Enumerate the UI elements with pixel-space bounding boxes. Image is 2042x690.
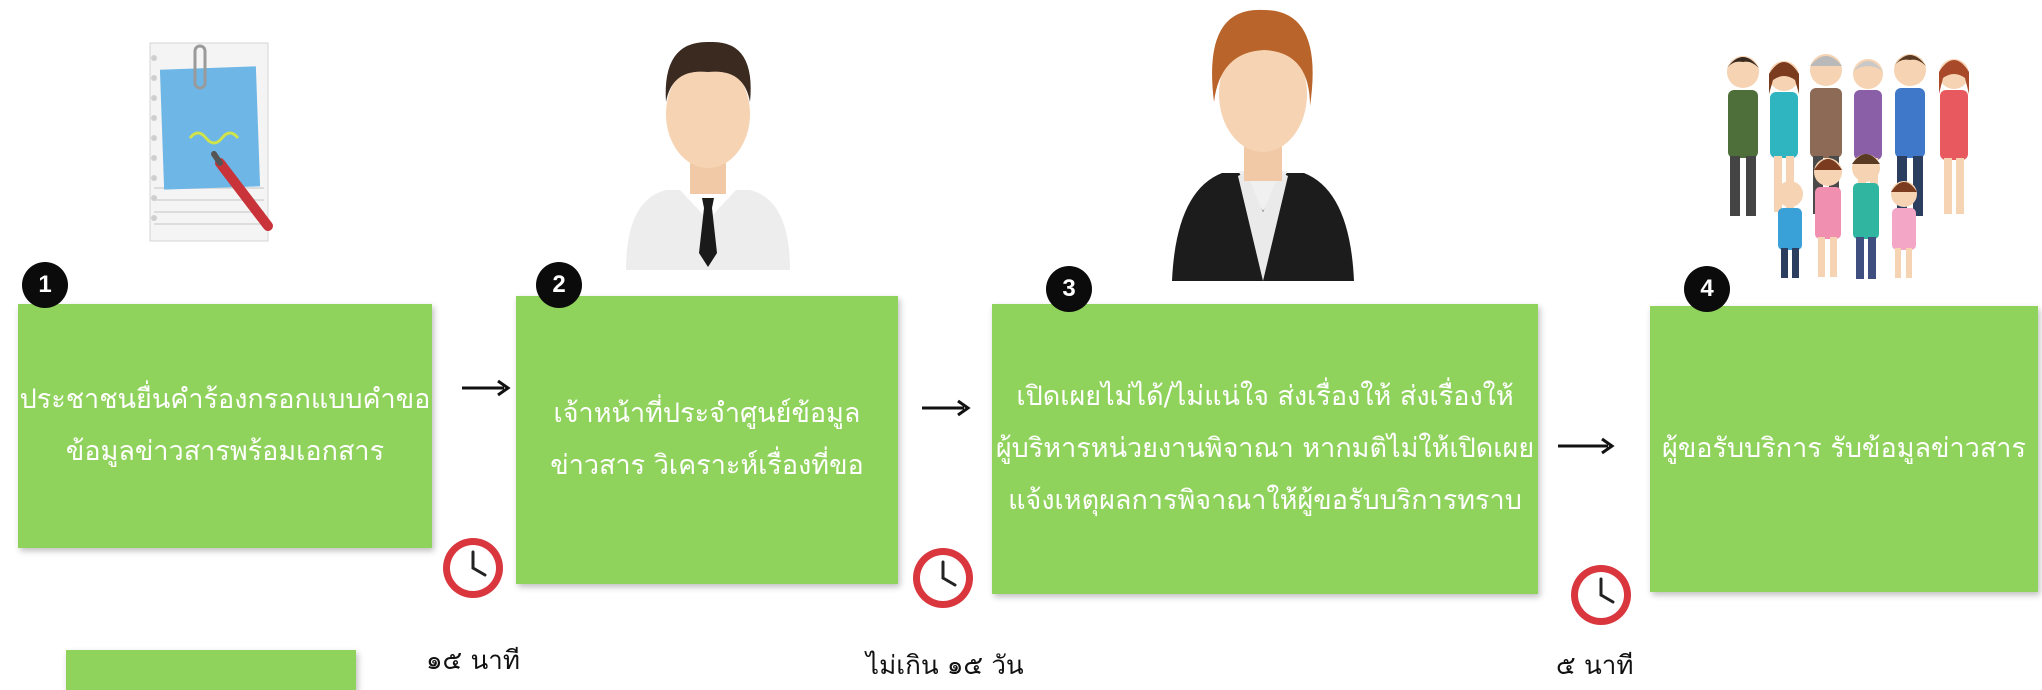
step-number-badge-3: 3 <box>1046 266 1092 312</box>
step-2-text: เจ้าหน้าที่ประจำศูนย์ข้อมูล ข่าวสาร วิเค… <box>550 398 864 481</box>
arrow-right-icon <box>1558 437 1615 455</box>
step-box-2: เจ้าหน้าที่ประจำศูนย์ข้อมูล ข่าวสาร วิเค… <box>516 296 898 584</box>
clock-icon <box>1571 565 1631 625</box>
step-4-text: ผู้ขอรับบริการ รับข้อมูลข่าวสาร <box>1662 433 2026 464</box>
step-number-badge-2: 2 <box>536 262 582 308</box>
step-3-text: เปิดเผยไม่ได้/ไม่แน่ใจ ส่งเรื่องให้ ส่งเ… <box>995 381 1535 516</box>
male-officer-icon <box>626 41 790 270</box>
duration-label-1: ๑๕ นาที <box>426 646 520 676</box>
female-executive-icon <box>1172 9 1354 281</box>
legend-box <box>66 650 356 690</box>
step-box-4: ผู้ขอรับบริการ รับข้อมูลข่าวสาร <box>1650 306 2038 592</box>
duration-label-2: ไม่เกิน ๑๕ วัน <box>866 651 1024 681</box>
family-icon <box>1727 54 1969 279</box>
arrow-right-icon <box>462 379 511 397</box>
step-number-badge-4: 4 <box>1684 266 1730 312</box>
duration-label-3: ๕ นาที <box>1556 651 1634 681</box>
notepad-icon <box>149 42 273 242</box>
arrow-right-icon <box>922 399 971 417</box>
step-1-text: ประชาชนยื่นคำร้องกรอกแบบคำขอ ข้อมูลข่าวส… <box>19 384 431 467</box>
clock-icon <box>443 538 503 598</box>
step-box-1: ประชาชนยื่นคำร้องกรอกแบบคำขอ ข้อมูลข่าวส… <box>18 304 432 548</box>
clock-icon <box>913 548 973 608</box>
step-box-3: เปิดเผยไม่ได้/ไม่แน่ใจ ส่งเรื่องให้ ส่งเ… <box>992 304 1538 594</box>
step-number-badge-1: 1 <box>22 262 68 308</box>
